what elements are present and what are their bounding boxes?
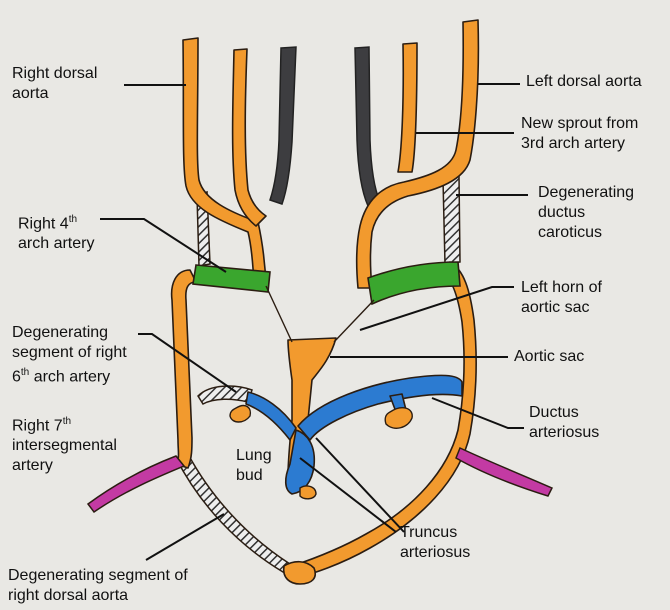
truncus-stump [300, 486, 316, 499]
sac-connectors [266, 286, 374, 342]
left-3rd-arch-sprout [398, 43, 417, 172]
right-6th-arch-hatched [198, 386, 252, 404]
left-4th-arch-green [368, 262, 460, 304]
label-aortic-sac: Aortic sac [514, 347, 584, 367]
ductus-arteriosus [298, 375, 462, 440]
right-dark-vessel [270, 47, 296, 204]
label-degen-right-6th: Degenerating segment of right 6th arch a… [12, 323, 127, 387]
left-7th-intersegmental [456, 448, 552, 496]
label-left-dorsal-aorta: Left dorsal aorta [526, 72, 642, 92]
label-left-horn: Left horn of aortic sac [521, 278, 602, 318]
label-right-dorsal-aorta: Right dorsal aorta [12, 64, 97, 104]
label-new-sprout: New sprout from 3rd arch artery [521, 114, 638, 154]
label-right-4th-arch: Right 4th arch artery [18, 210, 94, 254]
label-ductus-arteriosus: Ductus arteriosus [529, 403, 599, 443]
leader-ductus-arteriosus [432, 398, 524, 428]
right-lung-bud [230, 406, 250, 422]
label-right-7th: Right 7th intersegmental artery [12, 412, 117, 476]
leader-truncus-b [316, 438, 404, 532]
right-dorsal-aorta [183, 38, 266, 286]
right-dorsal-aorta-hatched [176, 454, 290, 572]
root-stump [284, 562, 316, 584]
right-arch-loop [172, 270, 196, 468]
label-degen-ductus-caroticus: Degenerating ductus caroticus [538, 183, 634, 243]
left-dark-vessel [355, 47, 380, 206]
leader-degen-dorsal [146, 514, 224, 560]
intersegmental-arteries [88, 448, 552, 512]
right-3rd-arch-sprout [233, 49, 266, 226]
label-truncus: Truncus arteriosus [400, 523, 470, 563]
right-pulmonary-branch [246, 392, 296, 440]
dark-vessels [270, 47, 380, 206]
fourth-arch-arteries [193, 262, 460, 304]
left-lung-bud [385, 408, 412, 429]
blue-vessels [246, 375, 462, 494]
label-lung-bud: Lung bud [236, 446, 272, 486]
label-degen-right-dorsal: Degenerating segment of right dorsal aor… [8, 566, 188, 606]
left-ductus-caroticus-hatched [443, 176, 460, 264]
